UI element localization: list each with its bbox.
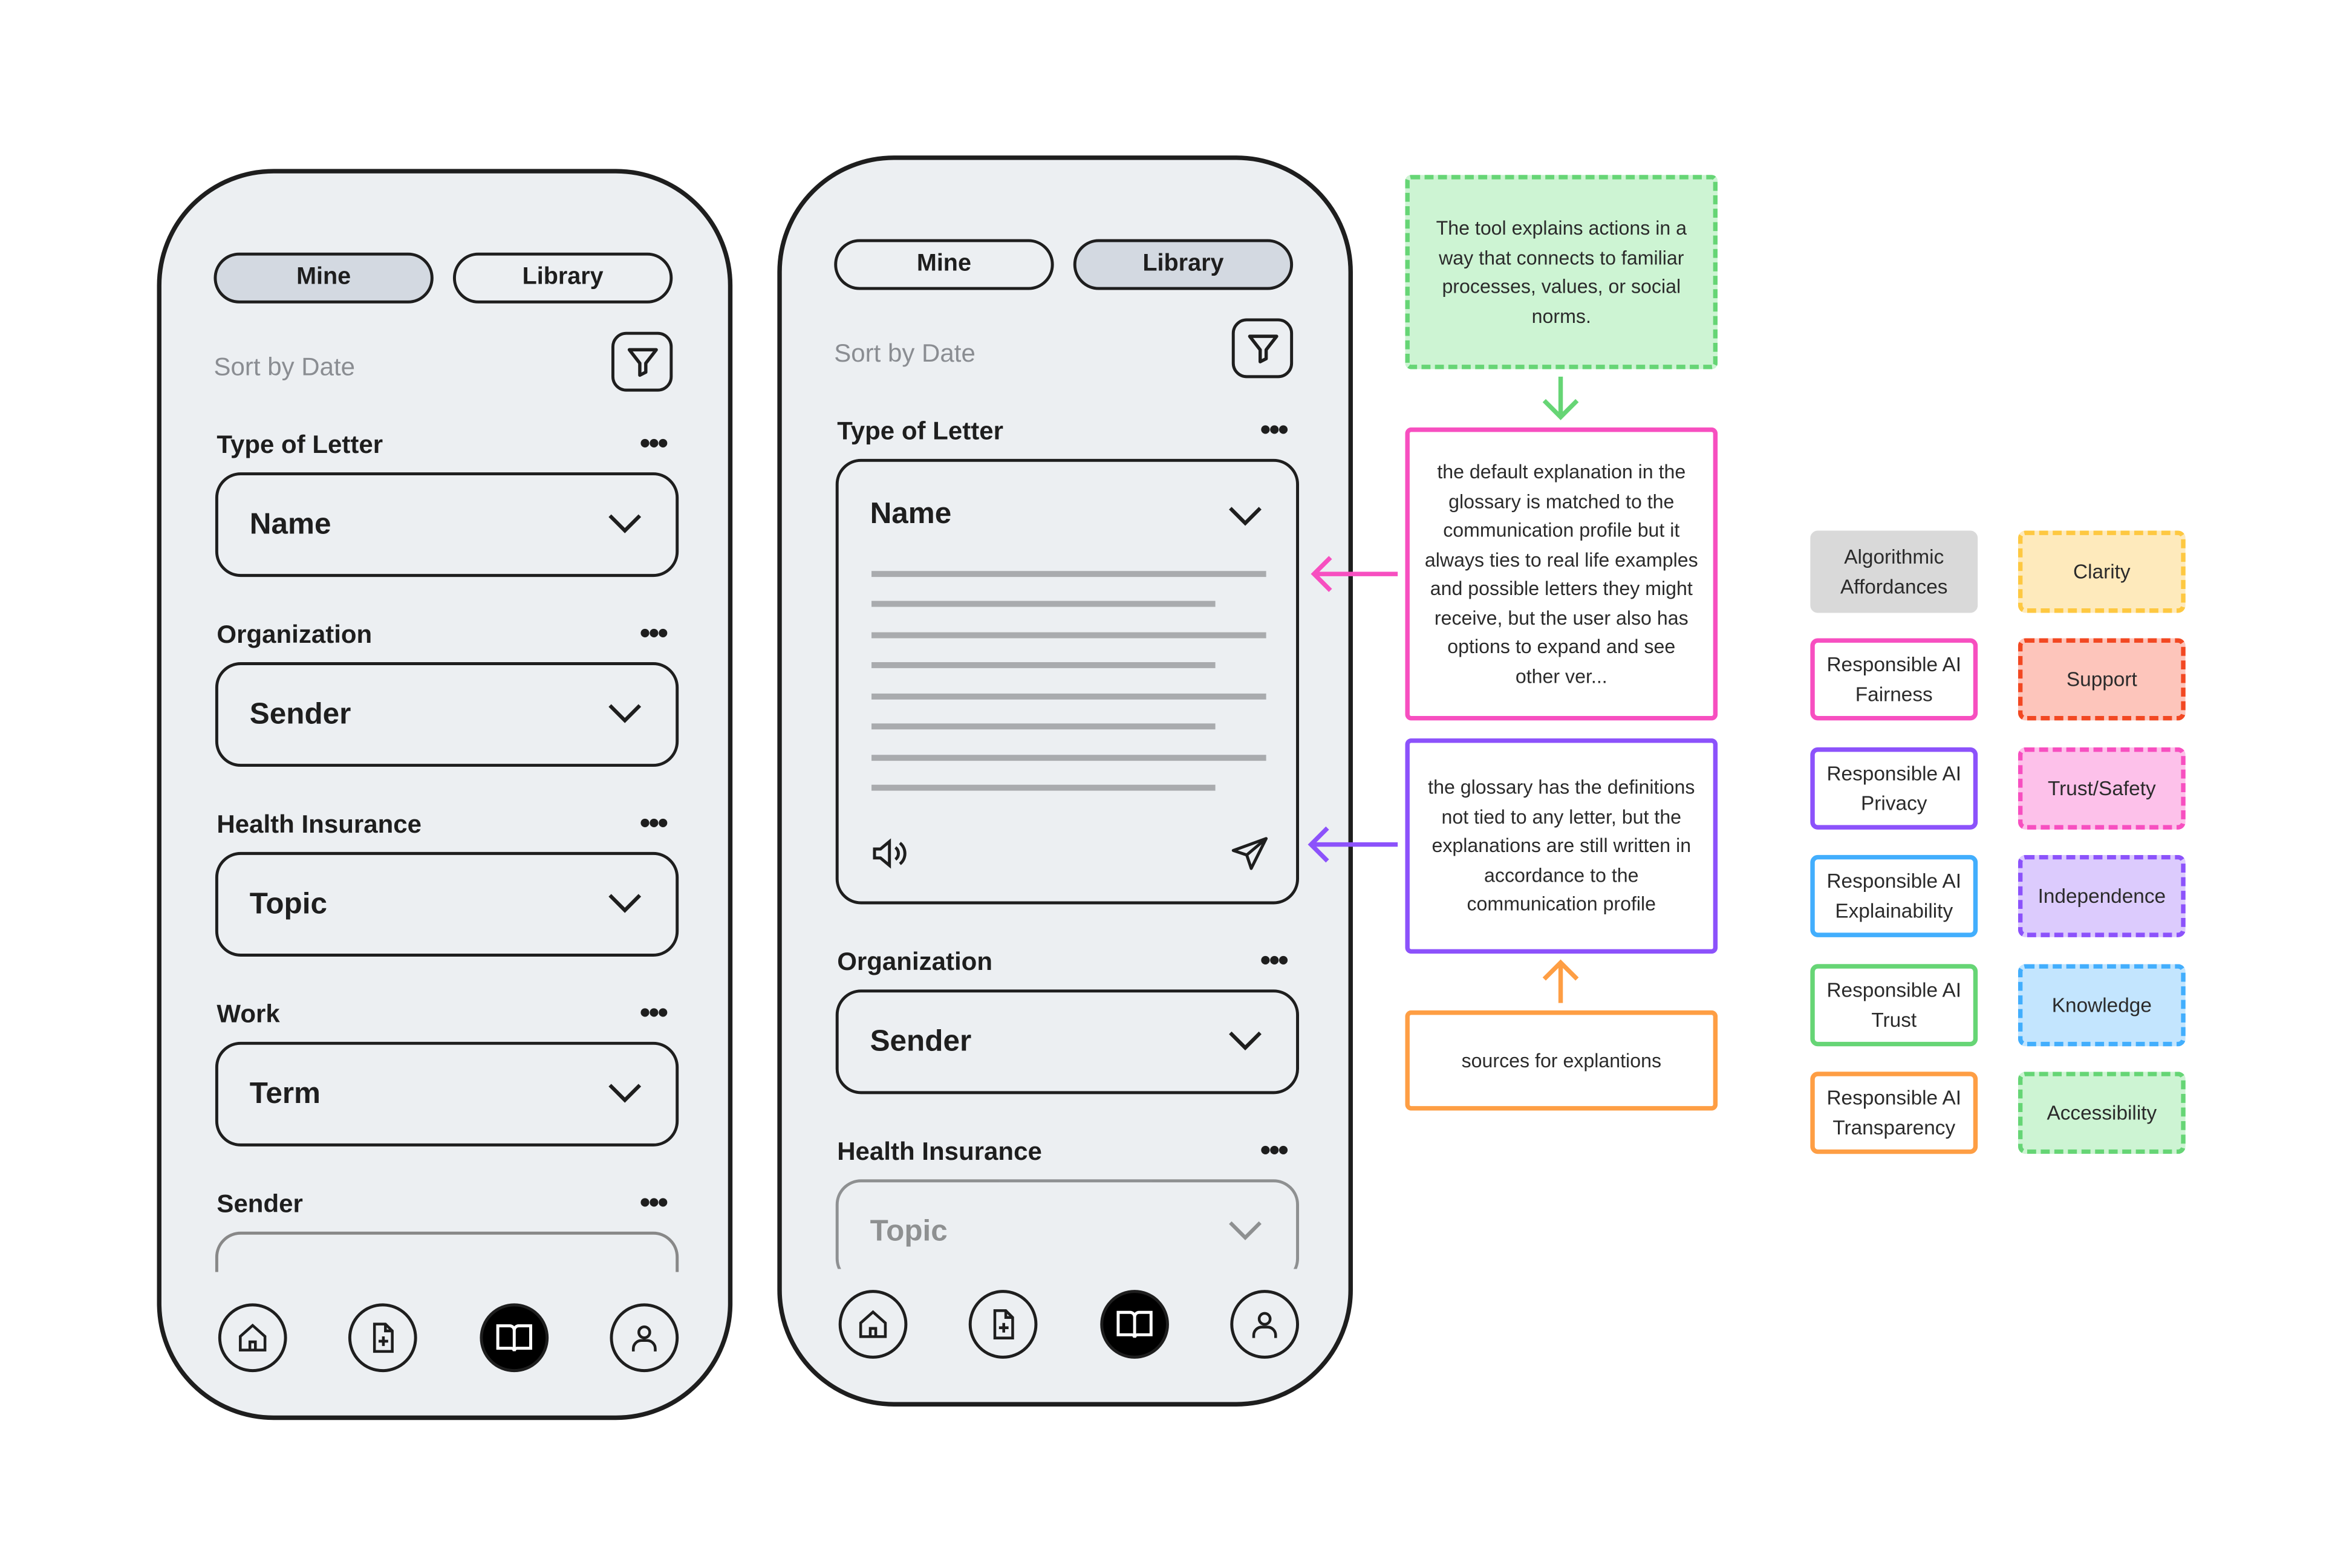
- nav-glossary[interactable]: [480, 1303, 549, 1373]
- dropdown-health-insurance[interactable]: Topic: [835, 1179, 1299, 1269]
- section-label: Sender: [217, 1189, 303, 1218]
- dropdown-value: Sender: [870, 1024, 972, 1058]
- user-icon: [631, 1325, 657, 1352]
- more-options-icon[interactable]: •••: [639, 1186, 668, 1220]
- legend-knowledge: Knowledge: [2018, 964, 2186, 1047]
- dropdown-type-of-letter[interactable]: Name: [215, 472, 679, 577]
- placeholder-text-line: [871, 723, 1216, 730]
- placeholder-text-line: [871, 784, 1216, 791]
- legend-accessibility: Accessibility: [2018, 1072, 2186, 1154]
- placeholder-text-line: [871, 693, 1266, 700]
- section-label: Type of Letter: [217, 430, 383, 459]
- filter-button[interactable]: [1231, 318, 1294, 379]
- more-options-icon[interactable]: •••: [1260, 945, 1289, 978]
- filter-icon: [1247, 334, 1278, 363]
- letter-filter-list: Type of Letter ••• Name Organization •••…: [782, 399, 1349, 1269]
- file-plus-icon: [373, 1322, 394, 1353]
- placeholder-text-line: [871, 632, 1266, 639]
- more-options-icon[interactable]: •••: [639, 807, 668, 841]
- placeholder-text-line: [871, 571, 1266, 577]
- dropdown-health-insurance[interactable]: Topic: [215, 851, 679, 957]
- more-options-icon[interactable]: •••: [639, 997, 668, 1030]
- arrow-left-icon: [1308, 826, 1398, 863]
- more-options-icon[interactable]: •••: [639, 427, 668, 461]
- home-icon: [239, 1323, 267, 1352]
- more-options-icon[interactable]: •••: [1260, 414, 1289, 447]
- chevron-down-icon: [1229, 507, 1262, 526]
- tab-mine[interactable]: Mine: [834, 239, 1054, 290]
- legend-algorithmic-affordances: Algorithmic Affordances: [1810, 530, 1978, 613]
- dropdown-work[interactable]: Term: [215, 1041, 679, 1147]
- chevron-down-icon: [1229, 1221, 1262, 1241]
- filter-button[interactable]: [611, 331, 673, 392]
- arrow-down-icon: [1542, 376, 1579, 420]
- home-icon: [859, 1310, 887, 1338]
- legend-support: Support: [2018, 638, 2186, 721]
- note-orange-sources: sources for explantions: [1405, 1010, 1718, 1111]
- dropdown-organization[interactable]: Sender: [835, 989, 1299, 1095]
- chevron-down-icon: [608, 704, 642, 723]
- section-label: Work: [217, 1000, 280, 1029]
- legend-independence: Independence: [2018, 854, 2186, 937]
- dropdown-organization[interactable]: Sender: [215, 662, 679, 767]
- dropdown-value: Name: [870, 498, 952, 531]
- more-options-icon[interactable]: •••: [1260, 1134, 1289, 1168]
- send-icon[interactable]: [1230, 836, 1269, 871]
- section-label: Organization: [837, 948, 993, 977]
- sort-label[interactable]: Sort by Date: [213, 353, 356, 382]
- legend-rai-fairness: Responsible AI Fairness: [1810, 638, 1978, 721]
- chevron-down-icon: [1229, 1031, 1262, 1051]
- nav-home[interactable]: [838, 1290, 908, 1359]
- file-plus-icon: [993, 1309, 1014, 1339]
- legend-clarity: Clarity: [2018, 530, 2186, 613]
- speaker-icon[interactable]: [871, 837, 910, 870]
- filter-icon: [627, 348, 657, 377]
- tab-library[interactable]: Library: [452, 252, 673, 304]
- section-label: Type of Letter: [837, 417, 1003, 446]
- legend-rai-explainability: Responsible AI Explainability: [1810, 854, 1978, 937]
- dropdown-value: Topic: [249, 887, 327, 920]
- book-open-icon: [1116, 1310, 1153, 1338]
- tab-library[interactable]: Library: [1073, 239, 1294, 290]
- chevron-down-icon: [608, 894, 642, 913]
- placeholder-text-line: [871, 662, 1216, 668]
- arrow-up-icon: [1542, 959, 1579, 1003]
- nav-glossary[interactable]: [1100, 1290, 1169, 1359]
- section-label: Health Insurance: [837, 1137, 1042, 1166]
- phone-mockup-mine: Mine Library Sort by Date Type of Letter…: [157, 169, 733, 1420]
- more-options-icon[interactable]: •••: [639, 617, 668, 651]
- sort-label[interactable]: Sort by Date: [834, 339, 975, 368]
- user-icon: [1252, 1312, 1277, 1338]
- dropdown-value: Name: [249, 507, 331, 541]
- tab-mine[interactable]: Mine: [213, 252, 434, 304]
- book-open-icon: [496, 1324, 532, 1352]
- placeholder-text-line: [871, 600, 1216, 607]
- note-pink-default-explanation: the default explanation in the glossary …: [1405, 427, 1718, 721]
- phone-mockup-library: Mine Library Sort by Date Type of Letter…: [777, 155, 1353, 1407]
- letter-filter-list: Type of Letter ••• Name Organization •••…: [161, 412, 728, 1272]
- legend-rai-privacy: Responsible AI Privacy: [1810, 747, 1978, 830]
- legend-rai-trust: Responsible AI Trust: [1810, 964, 1978, 1047]
- arrow-left-icon: [1311, 556, 1398, 592]
- expanded-explanation-card[interactable]: Name: [835, 458, 1299, 905]
- nav-profile[interactable]: [1230, 1290, 1299, 1359]
- section-label: Health Insurance: [217, 810, 422, 839]
- dropdown-value: Term: [249, 1076, 321, 1110]
- note-purple-glossary-definitions: the glossary has the definitions not tie…: [1405, 738, 1718, 954]
- chevron-down-icon: [608, 514, 642, 533]
- nav-new-document[interactable]: [968, 1290, 1038, 1359]
- legend-trust-safety: Trust/Safety: [2018, 747, 2186, 830]
- chevron-down-icon: [608, 1084, 642, 1103]
- dropdown-sender[interactable]: [215, 1231, 679, 1272]
- legend-rai-transparency: Responsible AI Transparency: [1810, 1072, 1978, 1154]
- placeholder-text-line: [871, 755, 1266, 761]
- nav-home[interactable]: [218, 1303, 287, 1373]
- dropdown-value: Sender: [249, 697, 351, 730]
- nav-new-document[interactable]: [348, 1303, 417, 1373]
- nav-profile[interactable]: [610, 1303, 679, 1373]
- note-green-familiar-processes: The tool explains actions in a way that …: [1405, 175, 1718, 369]
- dropdown-value: Topic: [870, 1214, 948, 1248]
- section-label: Organization: [217, 620, 373, 649]
